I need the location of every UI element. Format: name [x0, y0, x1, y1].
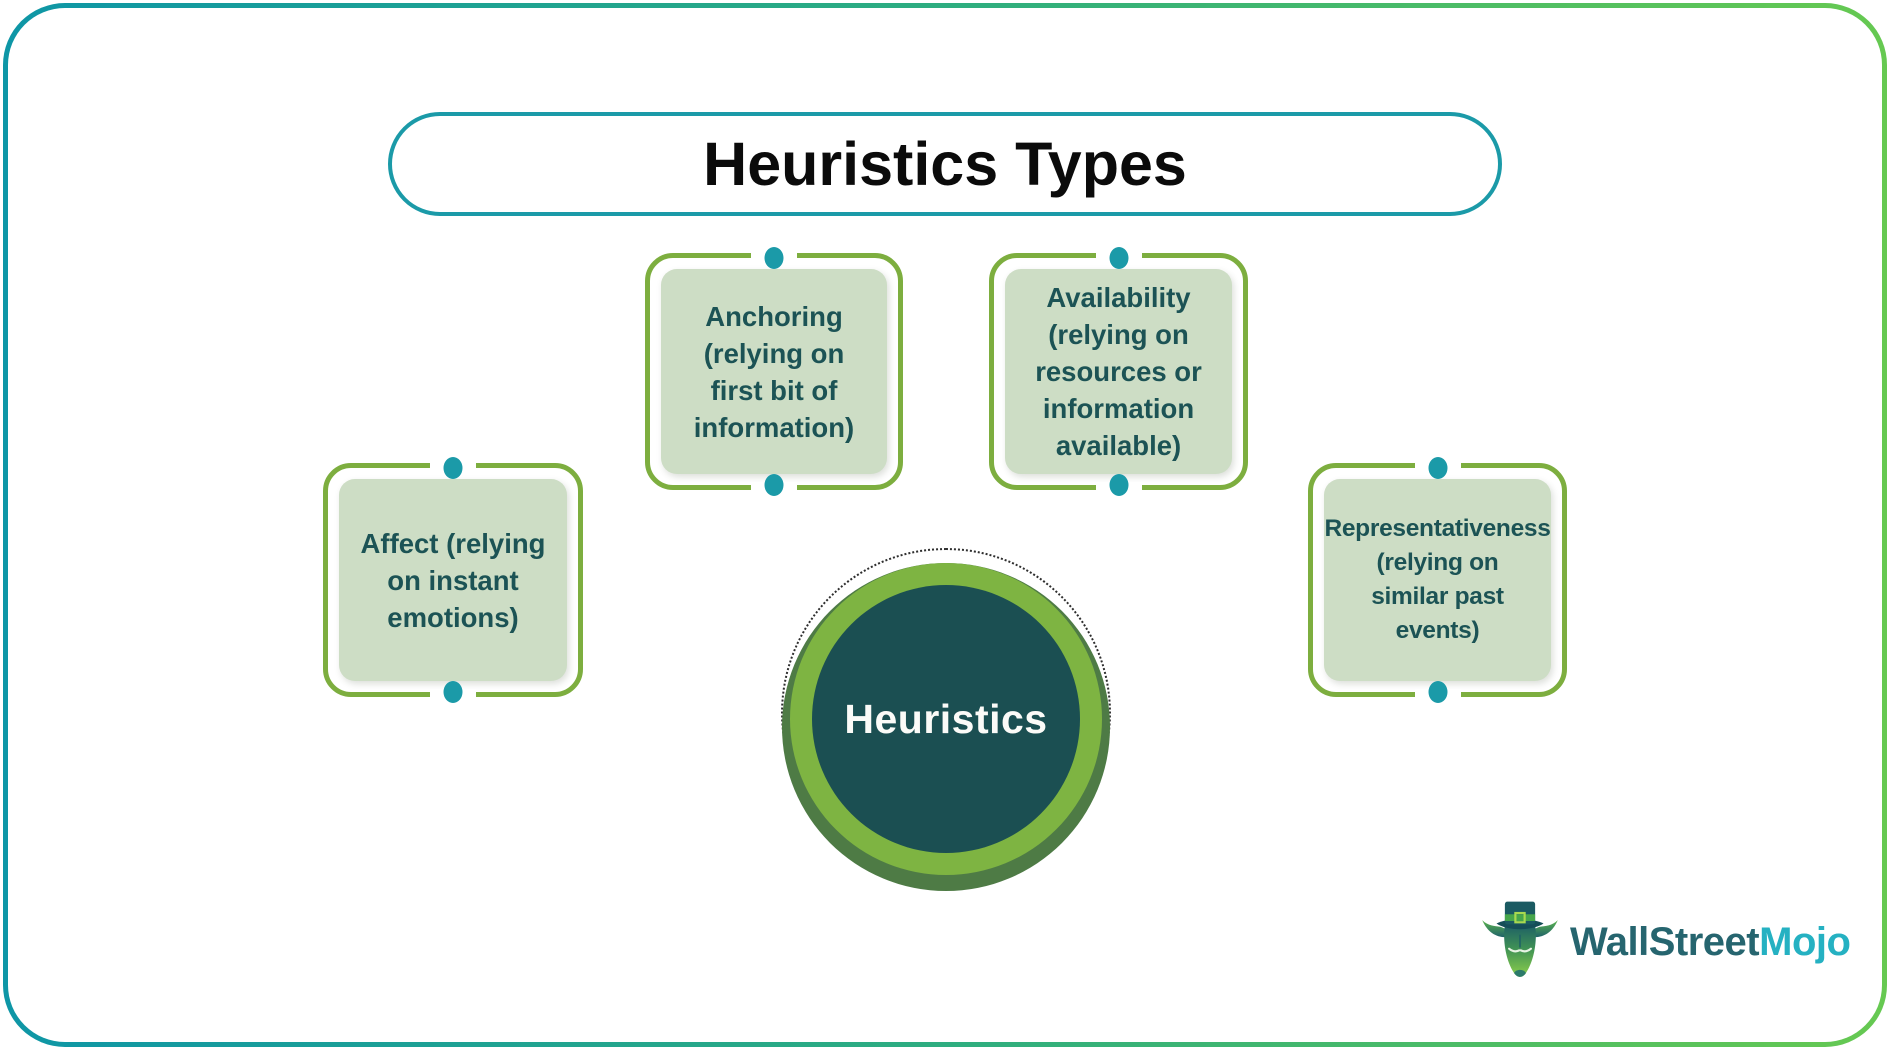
connector-dot-bottom: [443, 681, 463, 703]
title-pill: Heuristics Types: [388, 112, 1502, 216]
box-fill: [1005, 269, 1232, 474]
heuristics-circle: Heuristics: [812, 585, 1080, 853]
type-box-affect: Affect (relying on instant emotions): [323, 457, 583, 703]
box-label-affect: Affect (relying on instant emotions): [360, 527, 546, 633]
box-label-anchoring: Anchoring (relying on first bit of infor…: [693, 300, 855, 443]
box-label-representativeness: Representativeness (relying on similar p…: [1324, 515, 1551, 644]
logo-text-wallstreet: WallStreet: [1570, 919, 1760, 964]
box-label-availability: Availability (relying on resources or in…: [1035, 282, 1202, 461]
connector-dot-bottom: [764, 474, 784, 496]
connector-dot-bottom: [1428, 681, 1447, 703]
box-fill: [339, 479, 567, 681]
connector-dot-bottom: [1109, 474, 1128, 496]
lime-ring: Heuristics: [790, 563, 1102, 875]
connector-dot-top: [1109, 247, 1128, 269]
wallstreetmojo-logo[interactable]: WallStreetMojo: [1478, 898, 1851, 986]
type-box-anchoring: Anchoring (relying on first bit of infor…: [645, 247, 903, 496]
logo-text-mojo: Mojo: [1759, 919, 1851, 964]
bull-mascot-icon: [1482, 901, 1558, 977]
type-box-representativeness: Representativeness (relying on similar p…: [1308, 457, 1567, 703]
heuristics-label: Heuristics: [844, 695, 1048, 742]
connector-dot-top: [764, 247, 784, 269]
connector-dot-top: [443, 457, 463, 479]
box-fill: [1324, 479, 1551, 681]
type-box-availability: Availability (relying on resources or in…: [989, 247, 1248, 496]
connector-dot-top: [1428, 457, 1447, 479]
page-title: Heuristics Types: [703, 130, 1187, 198]
box-fill: [661, 269, 887, 474]
logo-wordmark: WallStreetMojo: [1570, 919, 1851, 965]
